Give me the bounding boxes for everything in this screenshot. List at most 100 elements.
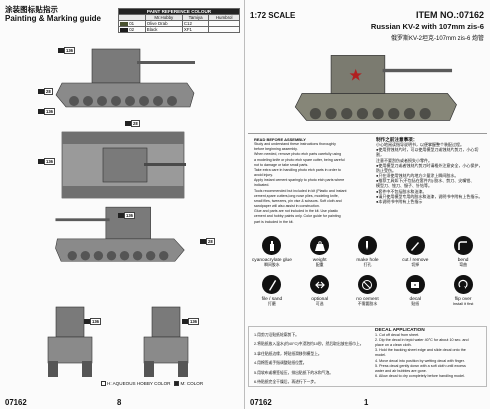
symbol-label-cn: 配重 bbox=[315, 262, 324, 267]
notes-en-line: sandpaper will also assist in constructi… bbox=[254, 204, 320, 209]
item-number: ITEM NO.:07162 bbox=[415, 10, 484, 20]
decal-en-line: 6. Allow decal to dry completely before … bbox=[375, 373, 465, 378]
notes-en-line: Study and understand these instructions … bbox=[254, 142, 336, 147]
notes-en-title: READ BEFORE ASSEMBLY bbox=[254, 137, 306, 142]
decal-icon bbox=[405, 275, 425, 295]
notes-en-line: Apply instant cement sparingly to photo … bbox=[254, 178, 345, 183]
symbol-weight: weight 配重 bbox=[296, 236, 344, 267]
decal-cn-line: 2.将贴纸放入温水(约40°C)中浸泡约10秒，然后取出放在纸巾上。 bbox=[254, 342, 364, 347]
legend-m: M: COLOR bbox=[174, 381, 203, 387]
paint-name: Black bbox=[144, 26, 183, 33]
tank-rear-view bbox=[143, 306, 189, 377]
notes-cn-line: ●请只使用模型专用的胶水和油漆，说明书中附有上色指示。 bbox=[376, 193, 483, 199]
notes-cn-line: ●只在须使用蚀刻片的地方少量涂上瞬间胶水。 bbox=[376, 173, 459, 179]
notes-cn-line: 注意不要刮伤或者损失小零件。 bbox=[376, 157, 432, 163]
symbol-label-cn: Install it first bbox=[452, 301, 474, 307]
decal-application: DECAL APPLICATION 1. Cut off decal from … bbox=[375, 328, 487, 379]
symbol-label: make hole bbox=[356, 258, 379, 263]
notes-en-line: before beginning assembly. bbox=[254, 147, 298, 152]
color-callout: 136 bbox=[182, 318, 199, 325]
symbol-flip: flip over Install it first bbox=[439, 275, 487, 306]
symbol-optional: optional 可选 bbox=[296, 275, 344, 306]
notes-cn-line: ●本说明书中附有上色指示 bbox=[376, 198, 423, 204]
paint-legend: H: AQUEOUS HOBBY COLOR M: COLOR bbox=[101, 381, 203, 387]
legend-h: H: AQUEOUS HOBBY COLOR bbox=[101, 381, 170, 387]
notes-en-line: avoid injury. bbox=[254, 173, 273, 178]
notes-en-line: Glue and parts are not included in the k… bbox=[254, 209, 339, 214]
page-right: 1:72 SCALE ITEM NO.:07162 Russian KV-2 w… bbox=[245, 0, 490, 409]
color-callout: 136 bbox=[38, 158, 55, 165]
divider bbox=[248, 133, 487, 134]
notes-cn-line: 防止受伤。 bbox=[376, 167, 396, 173]
decal-title: DECAL APPLICATION bbox=[375, 328, 425, 333]
notes-en-line: cement,spare cutters,long nose plies, mo… bbox=[254, 193, 339, 198]
symbol-label: file / sand bbox=[261, 297, 283, 303]
decal-cn-line: 4.用棉签或手指调整贴纸位置。 bbox=[254, 361, 307, 366]
symbol-no-cement: no cement 不需要胶水 bbox=[344, 275, 392, 306]
tank-front-view bbox=[47, 306, 93, 377]
symbol-label: optional bbox=[311, 297, 329, 303]
notes-en-line: cement and hobby paints only. Color guid… bbox=[254, 214, 341, 219]
notes-en-line: small files, tweezers, pin vise & scisso… bbox=[254, 198, 342, 203]
paint-swatch bbox=[120, 27, 128, 32]
notes-cn-title: 制作之前注意事项： bbox=[376, 137, 418, 142]
tank-illustration bbox=[294, 55, 457, 121]
symbol-label-cn: 瞬间胶水 bbox=[264, 262, 280, 267]
notes-en-line: a modeling knife or photo etch spare cut… bbox=[254, 157, 345, 162]
scale-label: 1:72 SCALE bbox=[250, 11, 296, 20]
decal-en-line: place on a clean cloth. bbox=[375, 343, 412, 348]
cut-remove-icon bbox=[405, 236, 425, 255]
color-callout: 136 bbox=[84, 318, 101, 325]
read-before-assembly: READ BEFORE ASSEMBLY Study and understan… bbox=[254, 137, 366, 225]
symbol-label: bend bbox=[457, 258, 469, 263]
bend-icon bbox=[453, 236, 473, 255]
decal-en-line: 4. Move decal into position by wetting d… bbox=[375, 358, 465, 363]
color-callout: 136 bbox=[38, 108, 55, 115]
symbol-label-cn: 打磨 bbox=[268, 301, 276, 307]
paint-row: 02 Black XF1 bbox=[118, 26, 240, 33]
notes-cn-line: ●推荐工具如下(不包括在套件内):胶水、剪刀、尖嘴钳、 bbox=[376, 178, 475, 184]
file-sand-icon bbox=[262, 275, 282, 295]
item-code-footer: 07162 bbox=[5, 398, 27, 407]
tank-side-view-2 bbox=[55, 206, 185, 262]
decal-cn-line: 3.拿住贴纸边缘，将贴纸滑移到模型上。 bbox=[254, 351, 322, 356]
decal-en-line: model. bbox=[375, 353, 387, 358]
notes-cn-line: ●套件中不包括胶水和油漆。 bbox=[376, 188, 427, 194]
decal-en-line: 3. Hold the backing sheet edge and slide… bbox=[375, 348, 466, 353]
paint-reference-table: PAINT REFERENCE COLOUR Mr.Hobby Tamiya H… bbox=[118, 8, 240, 33]
symbol-label: no cement bbox=[356, 297, 379, 303]
notes-en-line: indicated. bbox=[254, 183, 270, 188]
decal-en-line: 5. Press decal gently down with a soft c… bbox=[375, 363, 466, 368]
tank-side-view-1 bbox=[55, 48, 195, 108]
notes-en-line: part is included in the kit. bbox=[254, 219, 294, 224]
color-callout: 28 bbox=[125, 120, 140, 127]
symbol-label-cn: 打孔 bbox=[363, 262, 372, 267]
paint-id: 02 bbox=[129, 27, 135, 32]
symbol-label: cut / remove bbox=[402, 258, 429, 263]
notes-cn-line: ●使用模型刀或者蚀刻片剪刀时请格外注意安全，小心保护， bbox=[376, 162, 483, 168]
symbol-file-sand: file / sand 打磨 bbox=[248, 275, 296, 306]
symbol-cut-remove: cut / remove 切掉 bbox=[391, 236, 439, 267]
optional-icon bbox=[310, 275, 330, 295]
page-number: 8 bbox=[117, 398, 122, 407]
symbol-legend: cyanoacrylate glue 瞬间胶水 weight 配重 make h… bbox=[248, 236, 487, 307]
paint-code: XF1 bbox=[181, 26, 210, 33]
decal-en-line: water and air bubbles are gone. bbox=[375, 368, 427, 373]
notes-en-line: When needed, remove photo etch parts car… bbox=[254, 152, 342, 157]
cyanoacrylate-glue-icon bbox=[262, 236, 282, 255]
color-callout: 136 bbox=[118, 212, 135, 219]
item-code-footer: 07162 bbox=[250, 398, 272, 407]
notes-en-line: not to damage or take small parts. bbox=[254, 162, 309, 167]
paint-id: 01 bbox=[129, 21, 135, 26]
tank-top-view bbox=[61, 131, 186, 199]
symbol-bend: bend 弯曲 bbox=[439, 236, 487, 267]
symbol-label: cyanoacrylate glue bbox=[251, 258, 292, 263]
page-left: 涂装图标贴指示 Painting & Marking guide PAINT R… bbox=[0, 0, 245, 409]
symbol-label-cn: 弯曲 bbox=[459, 262, 467, 267]
color-callout: 136 bbox=[58, 47, 75, 54]
notes-cn-line: 模型刀、锉刀、镊子、针钻等。 bbox=[376, 183, 432, 189]
symbol-label: weight bbox=[312, 258, 327, 263]
symbol-label-cn: 可选 bbox=[315, 301, 324, 307]
model-name-en: Russian KV-2 with 107mm zis-6 bbox=[370, 22, 484, 31]
